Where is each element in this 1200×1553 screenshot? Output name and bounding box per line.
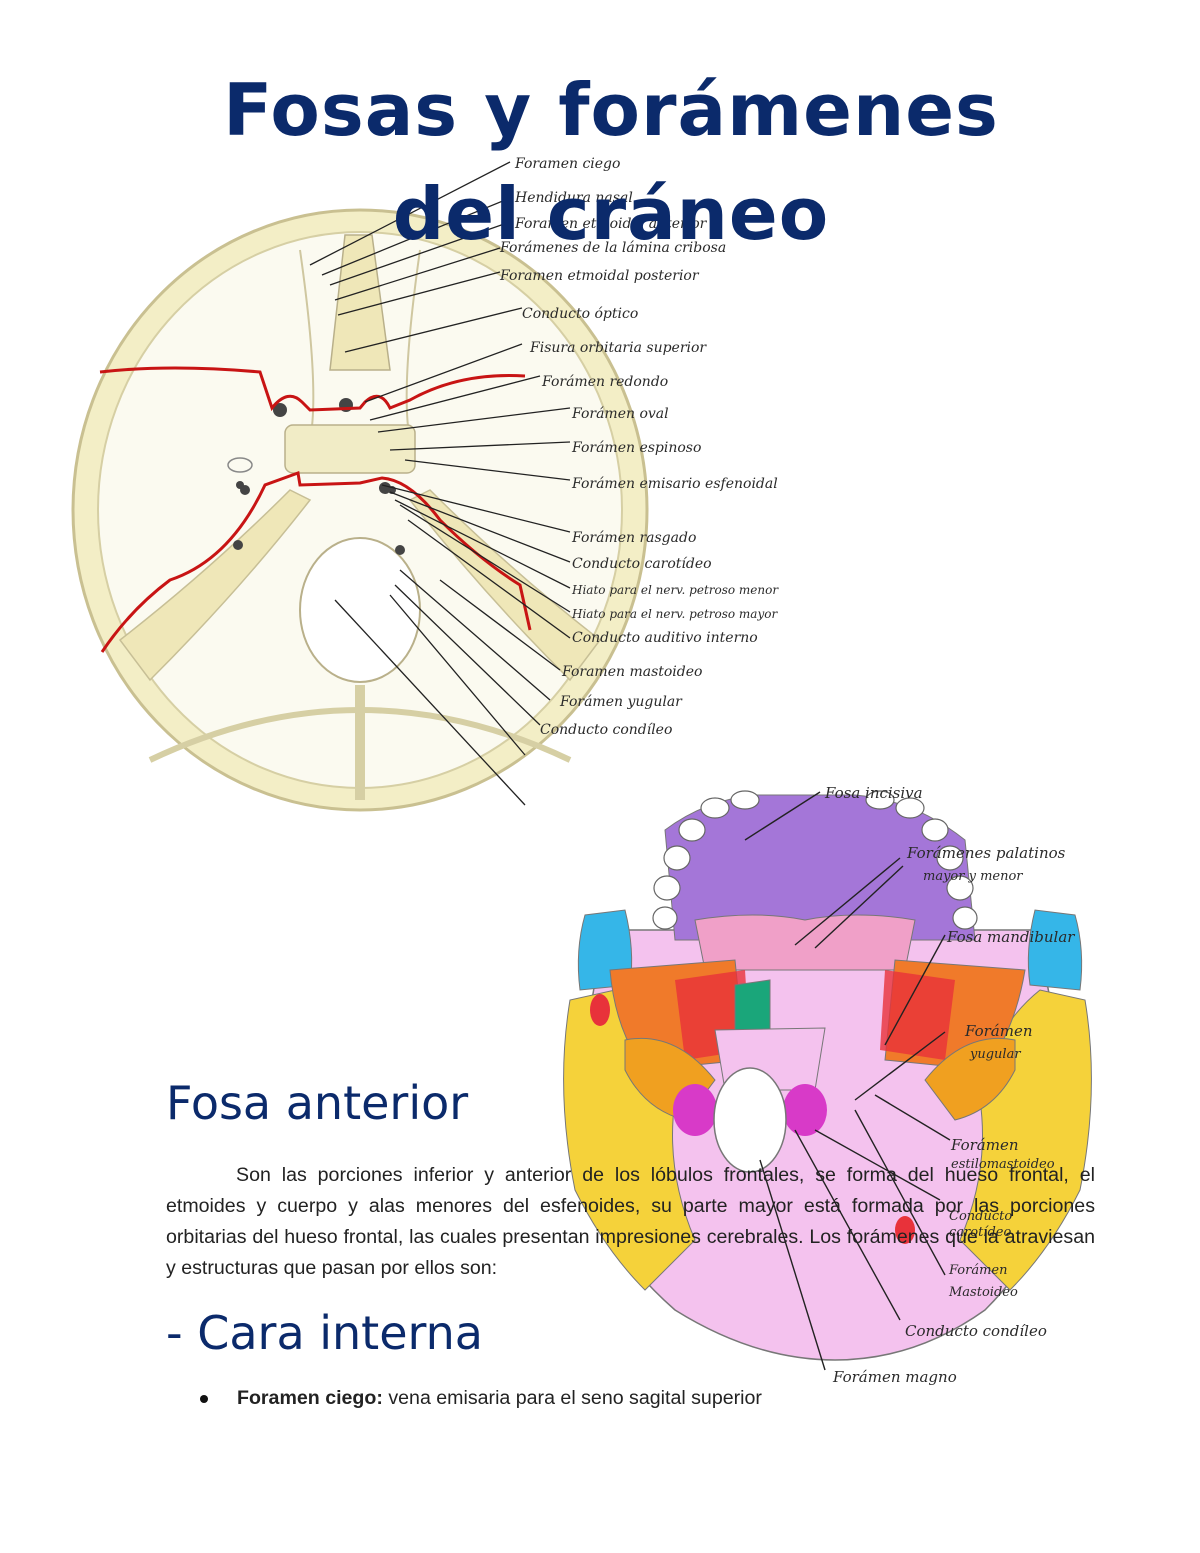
fig1-label-foramen-espinoso: Forámen espinoso [571, 440, 701, 456]
fig1-label-foramen-rasgado: Forámen rasgado [571, 530, 696, 546]
fig1-label-foramen-emisario-esfenoidal: Forámen emisario esfenoidal [571, 476, 778, 492]
bullet-dot-icon [200, 1395, 208, 1403]
fig1-label-foramen-ciego: Foramen ciego [514, 156, 620, 172]
fig2-label-fosa-mandibular: Fosa mandibular [946, 928, 1075, 946]
skull-internal-base-figure: Foramen ciego Hendidura nasal Foramen et… [71, 156, 779, 812]
fig2-label-foramen-mastoideo-2: Mastoideo [948, 1285, 1018, 1300]
page-title-line-1: Fosas y forámenes [223, 68, 999, 152]
page-title: Fosas y forámenes del cráneo [0, 58, 1200, 266]
fig1-label-conducto-condileo: Conducto condíleo [540, 722, 672, 738]
page-title-line-2: del cráneo [392, 172, 830, 256]
fig2-label-conducto-carotideo-1: Conducto [949, 1209, 1012, 1224]
fig2-label-foramen-estilomastoideo-1: Forámen [950, 1136, 1019, 1154]
fig1-label-conducto-optico: Conducto óptico [522, 306, 638, 322]
fig1-label-fisura-orbitaria-superior: Fisura orbitaria superior [529, 340, 707, 356]
fig1-label-foramen-yugular: Forámen yugular [559, 694, 683, 710]
section-paragraph: Son las porciones inferior y anterior de… [166, 1164, 1095, 1279]
fig1-label-hiato-petroso-mayor: Hiato para el nerv. petroso mayor [571, 607, 778, 621]
fig1-label-foramen-oval: Forámen oval [571, 406, 669, 422]
fig1-label-foramen-mastoideo: Foramen mastoideo [561, 664, 702, 680]
fig2-label-foramen-magno: Forámen magno [832, 1368, 957, 1386]
fig1-label-foramen-etmoidal-anterior: Foramen etmoidal anterior [514, 216, 708, 232]
fig1-label-hiato-petroso-menor: Hiato para el nerv. petroso menor [571, 583, 779, 597]
skull-external-base-figure: Fosa incisiva Forámenes palatinos mayor … [563, 784, 1092, 1386]
fig2-label-foramen-yugular-2: yugular [969, 1047, 1021, 1062]
fig1-label-foramen-redondo: Forámen redondo [541, 374, 668, 390]
bullet-list: Foramen ciego: vena emisaria para el sen… [200, 1383, 762, 1413]
fig2-label-foramenes-palatinos: Forámenes palatinos [906, 844, 1066, 862]
fig1-label-foramenes-lamina-cribosa: Forámenes de la lámina cribosa [499, 240, 726, 256]
list-item-text: vena emisaria para el seno sagital super… [382, 1387, 762, 1409]
fig2-label-foramen-estilomastoideo-2: estilomastoideo [951, 1157, 1055, 1172]
fig2-label-foramen-yugular-1: Forámen [964, 1022, 1033, 1040]
list-item: Foramen ciego: vena emisaria para el sen… [200, 1383, 762, 1413]
list-item-term: Foramen ciego: [237, 1387, 383, 1409]
subsection-heading: - Cara interna [166, 1306, 483, 1360]
fig1-label-foramen-etmoidal-posterior: Foramen etmoidal posterior [499, 268, 700, 284]
fig2-label-fosa-incisiva: Fosa incisiva [824, 784, 923, 802]
fig1-label-hendidura-nasal: Hendidura nasal [514, 190, 633, 206]
fig2-label-mayor-menor: mayor y menor [923, 869, 1023, 884]
fig2-label-conducto-condileo: Conducto condíleo [905, 1322, 1047, 1340]
fig2-label-conducto-carotideo-2: carotídeo [949, 1225, 1011, 1240]
fig1-label-conducto-carotideo: Conducto carotídeo [572, 556, 712, 572]
fig2-label-foramen-mastoideo-1: Forámen [948, 1263, 1008, 1278]
section-heading: Fosa anterior [166, 1076, 469, 1130]
fig1-label-conducto-auditivo-interno: Conducto auditivo interno [572, 630, 758, 646]
